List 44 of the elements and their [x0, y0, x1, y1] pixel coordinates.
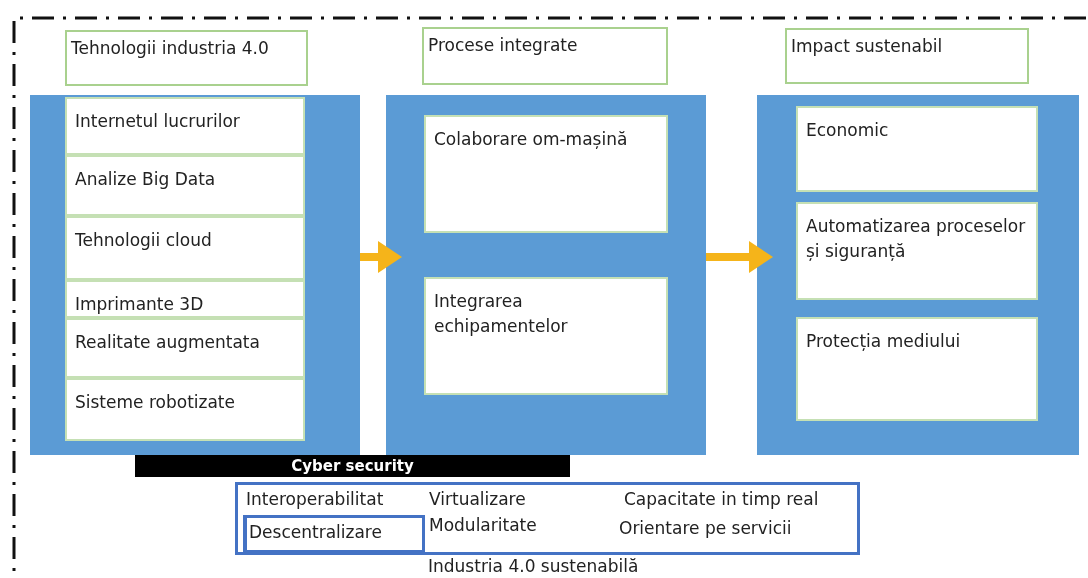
principle-text: Interoperabilitat: [246, 489, 384, 509]
item-box: [65, 155, 305, 216]
panel-box: [386, 95, 706, 455]
heading-box: [422, 27, 668, 85]
node-text: Economic: [806, 119, 890, 142]
node-text: Colaborare om-mașină: [434, 128, 629, 151]
item-box: [65, 378, 305, 441]
node-text: Automatizarea proceselor și siguranță: [806, 215, 1027, 263]
item-box: [65, 280, 305, 318]
node-text: Tehnologii cloud: [75, 229, 213, 252]
node-text: Tehnologii industria 4.0: [71, 37, 270, 60]
banner-text: Cyber security: [290, 456, 415, 477]
caption-text: Industria 4.0 sustenabilă: [428, 556, 639, 576]
item-box: [243, 515, 425, 553]
banner-bar: [135, 455, 570, 477]
node-text: Protecția mediului: [806, 330, 962, 353]
heading-box: [785, 28, 1029, 84]
arrow: [706, 241, 773, 273]
item-box: [65, 216, 305, 280]
node-text: Imprimante 3D: [75, 293, 205, 316]
node-text: Internetul lucrurilor: [75, 110, 241, 133]
principle-text: Capacitate in timp real: [624, 489, 819, 509]
node-text: Descentralizare: [249, 521, 383, 544]
node-text: Sisteme robotizate: [75, 391, 236, 414]
node-text: Analize Big Data: [75, 168, 217, 191]
item-box: [796, 202, 1038, 300]
heading-box: [65, 30, 308, 86]
arrow: [360, 241, 402, 273]
item-box: [65, 318, 305, 378]
principle-text: Modularitate: [429, 515, 537, 535]
item-box: [65, 97, 305, 155]
principle-text: Orientare pe servicii: [619, 518, 792, 538]
panel-box: [30, 95, 360, 455]
principles-box: [235, 482, 860, 555]
item-box: [796, 317, 1038, 421]
node-text: Procese integrate: [428, 34, 579, 57]
item-box: [424, 277, 668, 395]
node-text: Realitate augmentata: [75, 331, 261, 354]
principle-text: Virtualizare: [429, 489, 526, 509]
node-text: Impact sustenabil: [791, 35, 944, 58]
panel-box: [757, 95, 1079, 455]
item-box: [424, 115, 668, 233]
item-box: [796, 106, 1038, 192]
node-text: Integrarea echipamentelor: [434, 290, 569, 338]
